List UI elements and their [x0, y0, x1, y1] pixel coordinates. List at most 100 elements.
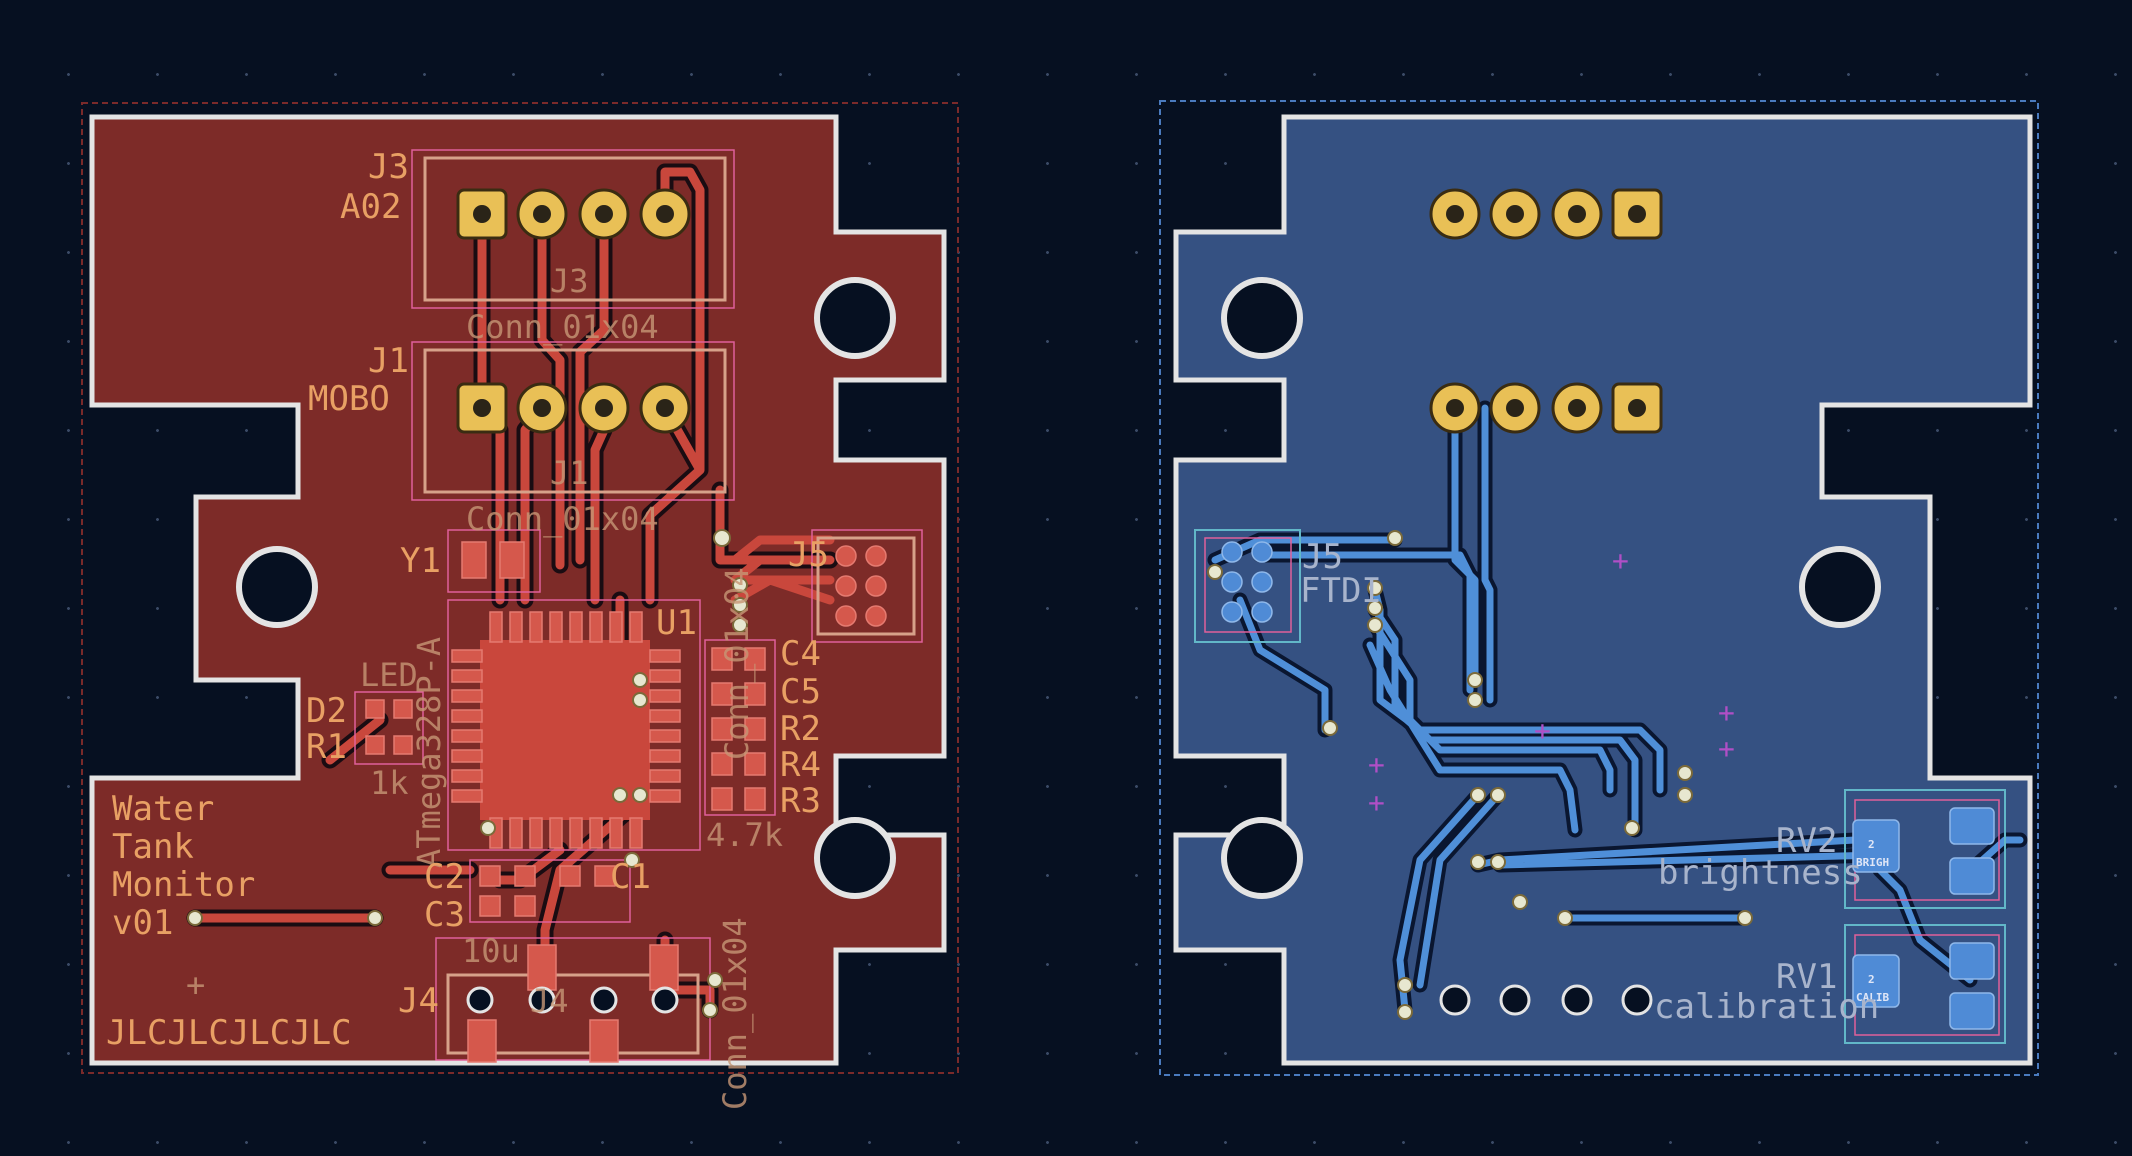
back-board[interactable]: 2 BRIGH 2 CALIB J5	[1159, 100, 2039, 1076]
ref-d2: D2	[306, 691, 347, 731]
ref-j5-back: J5	[1302, 537, 1343, 577]
ref-y1: Y1	[400, 541, 441, 581]
u1-pin-right[interactable]	[649, 709, 681, 723]
j1-courtyard	[411, 341, 735, 501]
ref-r4: R4	[780, 745, 821, 785]
connector-j1-back[interactable]	[1429, 382, 1663, 434]
ref-j4: J4	[398, 981, 439, 1021]
u1-pin-right[interactable]	[649, 689, 681, 703]
potentiometer-rv2[interactable]: 2 BRIGH	[1844, 789, 2006, 909]
conn-value-j3: Conn_01x04	[466, 308, 659, 346]
mounting-hole-icon	[1221, 817, 1303, 899]
ref-c2: C2	[424, 857, 465, 897]
value-rv1: calibration	[1654, 987, 1879, 1027]
u1-pin-right[interactable]	[649, 669, 681, 683]
u1-pin-top[interactable]	[549, 611, 563, 643]
cross-marker-icon: +	[1534, 714, 1551, 747]
ref-j5-front: J5	[788, 535, 829, 575]
u1-pin-right[interactable]	[649, 749, 681, 763]
u1-pin-left[interactable]	[451, 649, 483, 663]
connector-j4-back[interactable]	[1439, 984, 1653, 1016]
u1-pin-top[interactable]	[569, 611, 583, 643]
mounting-hole-icon	[1799, 546, 1881, 628]
u1-pin-left[interactable]	[451, 769, 483, 783]
u1-pin-top[interactable]	[529, 611, 543, 643]
connector-j1[interactable]	[411, 341, 735, 501]
conn-value-j1: Conn_01x04	[466, 500, 659, 538]
rv2-pad-label: BRIGH	[1856, 856, 1889, 869]
u1-pin-top[interactable]	[509, 611, 523, 643]
connector-j4[interactable]	[435, 937, 711, 1063]
u1-pin-left[interactable]	[451, 789, 483, 803]
u1-pin-left[interactable]	[451, 729, 483, 743]
back-courtyard-frame	[1159, 100, 2039, 1076]
u1-pin-right[interactable]	[649, 789, 681, 803]
passives-right[interactable]	[704, 639, 776, 816]
j3-courtyard	[411, 149, 735, 309]
u1-pin-top[interactable]	[589, 611, 603, 643]
u1-pin-right[interactable]	[649, 729, 681, 743]
front-courtyard-frame	[81, 102, 959, 1074]
u1-pin-bottom[interactable]	[589, 817, 603, 849]
back-silkscreen: J5 FTDI RV2 brightness RV1 calibration +…	[1300, 537, 1879, 1027]
ref-c5: C5	[780, 672, 821, 712]
u1-pin-bottom[interactable]	[569, 817, 583, 849]
back-vias	[1207, 530, 1753, 1020]
connector-j5-front[interactable]	[811, 529, 923, 643]
ref-u1: U1	[656, 603, 697, 643]
u1-pin-left[interactable]	[451, 669, 483, 683]
rv2-pad-number: 2	[1868, 838, 1875, 851]
value-c: 10u	[462, 932, 520, 970]
u1-pin-bottom[interactable]	[509, 817, 523, 849]
ref-rv2: RV2	[1776, 821, 1837, 861]
value-r1: 1k	[370, 764, 409, 802]
u1-pin-bottom[interactable]	[629, 817, 643, 849]
ref-r3: R3	[780, 781, 821, 821]
u1-pin-top[interactable]	[609, 611, 623, 643]
u1-pin-top[interactable]	[489, 611, 503, 643]
ftdi-label: FTDI	[1300, 571, 1382, 611]
connector-j3-back[interactable]	[1429, 188, 1663, 240]
back-edge-cuts	[1173, 114, 2033, 1066]
front-board[interactable]: J3 A02 J3 Conn_01x04 J1 MOBO J1 Conn_01x…	[81, 102, 959, 1110]
u1-pin-bottom[interactable]	[549, 817, 563, 849]
led-d2-resistor-r1[interactable]	[354, 691, 424, 765]
cross-marker-icon: +	[1612, 544, 1629, 577]
u1-pin-bottom[interactable]	[609, 817, 623, 849]
u1-pin-top[interactable]	[629, 611, 643, 643]
ref-r1: R1	[306, 727, 347, 767]
ref-c3: C3	[424, 895, 465, 935]
fab-j1: J1	[550, 454, 589, 492]
u1-pin-right[interactable]	[649, 649, 681, 663]
cross-marker-icon: +	[1718, 732, 1735, 765]
value-r3: 4.7k	[706, 816, 783, 854]
u1-pin-left[interactable]	[451, 689, 483, 703]
rv1-pad-label: CALIB	[1856, 991, 1889, 1004]
u1-pin-right[interactable]	[649, 769, 681, 783]
ref-c1: C1	[610, 857, 651, 897]
capacitors-c1-c3[interactable]	[469, 859, 631, 923]
crystal-y1[interactable]	[447, 529, 541, 593]
cross-marker-icon: +	[1368, 748, 1385, 781]
connector-j5-ftdi[interactable]	[1194, 529, 1301, 643]
title-line-4: v01	[112, 903, 173, 943]
mounting-hole-icon	[814, 817, 896, 899]
ref-j1: J1	[368, 341, 409, 381]
fab-j3: J3	[550, 262, 589, 300]
mcu-u1[interactable]	[447, 599, 701, 851]
u1-courtyard	[447, 599, 701, 851]
potentiometer-rv1[interactable]: 2 CALIB	[1844, 924, 2006, 1044]
u1-pin-bottom[interactable]	[529, 817, 543, 849]
cross-marker-icon: +	[186, 966, 205, 1004]
front-edge-cuts	[89, 114, 947, 1066]
ref-j3: J3	[368, 147, 409, 187]
connector-j3[interactable]	[411, 149, 735, 309]
value-led: LED	[360, 656, 418, 694]
u1-pin-left[interactable]	[451, 709, 483, 723]
title-line-2: Tank	[112, 827, 194, 867]
u1-pin-left[interactable]	[451, 749, 483, 763]
ref-rv1: RV1	[1776, 957, 1837, 997]
title-line-3: Monitor	[112, 865, 255, 905]
mounting-hole-icon	[236, 546, 318, 628]
